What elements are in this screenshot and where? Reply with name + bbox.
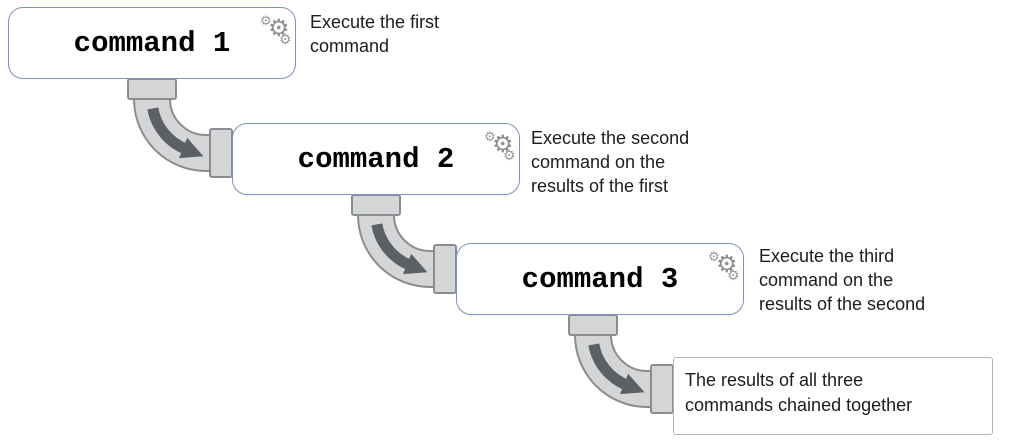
command-3-label: command 3 bbox=[521, 262, 679, 296]
gear-icon: ⚙ bbox=[503, 147, 516, 163]
command-1-label: command 1 bbox=[73, 26, 231, 60]
gear-icon: ⚙ bbox=[260, 13, 272, 28]
gears-icon: ⚙ ⚙ ⚙ bbox=[475, 126, 516, 168]
command-3-description: Execute the third command on the results… bbox=[759, 246, 926, 314]
gear-icon: ⚙ bbox=[716, 251, 738, 278]
pipe-connector-2 bbox=[352, 195, 456, 293]
pipe-connector-3 bbox=[569, 315, 673, 413]
gears-icon: ⚙ ⚙ ⚙ bbox=[251, 10, 292, 52]
gears-icon: ⚙ ⚙ ⚙ bbox=[699, 246, 740, 288]
gear-icon: ⚙ bbox=[484, 129, 496, 144]
gear-icon: ⚙ bbox=[708, 249, 720, 264]
command-1-description: Execute the first command bbox=[310, 12, 440, 56]
gear-icon: ⚙ bbox=[268, 15, 290, 42]
gear-icon: ⚙ bbox=[279, 31, 292, 47]
result-text: The results of all three commands chaine… bbox=[685, 370, 913, 415]
command-2-label: command 2 bbox=[297, 142, 455, 176]
result-box: The results of all three commands chaine… bbox=[673, 357, 993, 435]
gear-icon: ⚙ bbox=[492, 131, 514, 158]
command-2-box: command 2 ⚙ ⚙ ⚙ bbox=[232, 123, 520, 195]
pipe-connector-1 bbox=[128, 79, 232, 177]
command-3-box: command 3 ⚙ ⚙ ⚙ bbox=[456, 243, 744, 315]
command-1-box: command 1 ⚙ ⚙ ⚙ bbox=[8, 7, 296, 79]
command-2-description: Execute the second command on the result… bbox=[531, 128, 690, 196]
gear-icon: ⚙ bbox=[727, 267, 740, 283]
